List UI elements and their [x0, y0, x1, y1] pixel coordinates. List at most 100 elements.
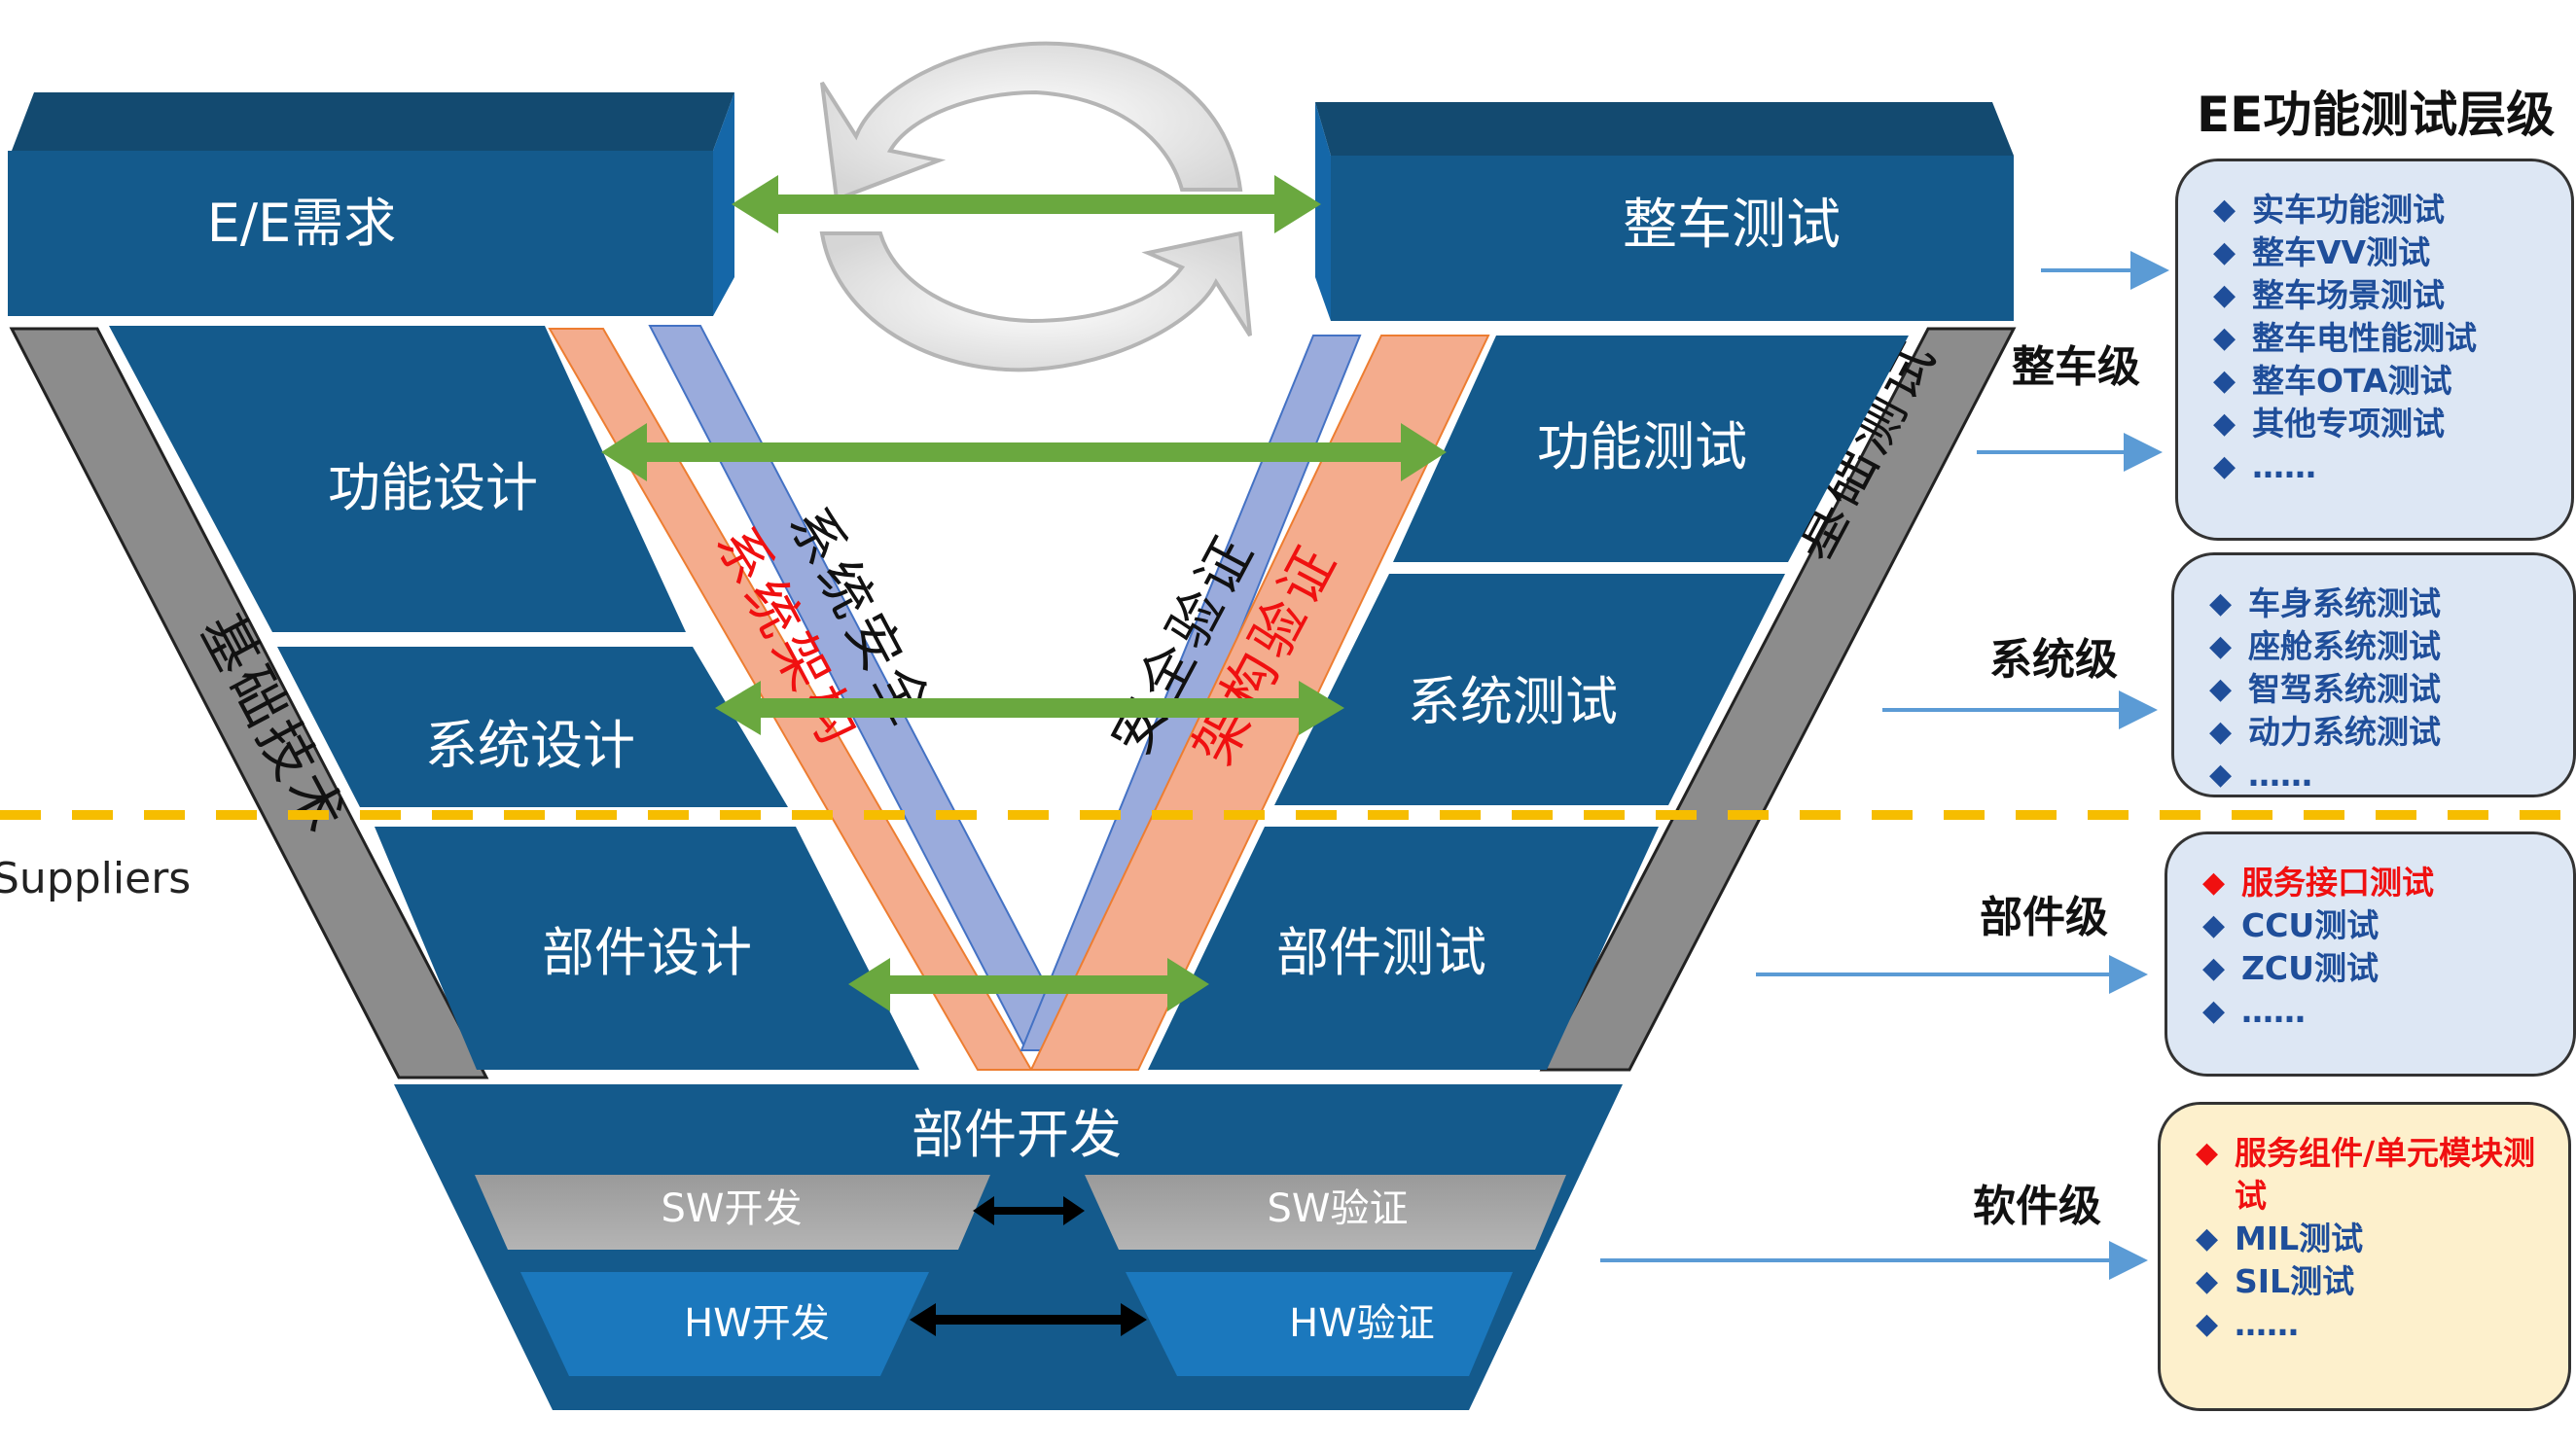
test-item-label: MIL测试	[2235, 1220, 2364, 1257]
top-green-double-arrow	[732, 175, 1321, 233]
level-label-software: 软件级	[1973, 1182, 2101, 1231]
system-level-panel: ◆ 车身系统测试 ◆ 座舱系统测试◆智驾系统测试 ◆ 动力系统测试 ◆ ……	[2171, 552, 2576, 797]
test-item: ◆ 实车功能测试	[2213, 189, 2552, 231]
diamond-bullet-icon: ◆	[2202, 908, 2226, 942]
test-item-label: SIL测试	[2235, 1262, 2355, 1300]
component-green-double-arrow	[848, 958, 1209, 1011]
component-design-label: 部件设计	[542, 922, 752, 983]
test-item: ◆ 服务组件/单元模块测试	[2196, 1132, 2549, 1218]
system-green-double-arrow	[715, 681, 1344, 735]
vehicle-level-panel: ◆实车功能测试◆整车VV测试◆整车场景测试◆整车电性能测试◆整车OTA测试◆其他…	[2175, 159, 2574, 541]
function-design-label: 功能设计	[328, 457, 538, 518]
component-development-block: 部件开发 SW开发 SW验证 HW开发 HW验证	[394, 1084, 1623, 1410]
sw-dev-block	[475, 1175, 990, 1250]
ee-requirement-box: E/E需求	[8, 92, 734, 316]
level-label-system: 系统级	[1989, 635, 2118, 685]
test-item: ◆ ……	[2196, 1303, 2549, 1346]
system-test-block	[1274, 574, 1785, 805]
diamond-bullet-icon: ◆	[2202, 994, 2226, 1028]
diamond-bullet-icon: ◆	[2196, 1307, 2219, 1341]
test-item-label: ZCU测试	[2241, 949, 2379, 987]
system-design-block	[277, 647, 788, 807]
vehicle-test-box: 整车测试	[1315, 102, 2014, 321]
test-item: ◆ 其他专项测试	[2213, 403, 2552, 445]
suppliers-label: Suppliers	[0, 854, 192, 903]
function-test-block	[1393, 336, 1909, 562]
test-item: ◆ 服务接口测试	[2202, 862, 2554, 904]
cycle-arrows-icon	[819, 41, 1252, 372]
test-item-label: CCU测试	[2241, 906, 2379, 944]
test-item-label: ……	[2235, 1305, 2299, 1343]
test-item: ◆ ……	[2209, 754, 2554, 796]
diamond-bullet-icon: ◆	[2213, 193, 2236, 227]
test-item: ◆ ……	[2202, 990, 2554, 1033]
left-gray-band	[9, 327, 489, 1079]
test-item-label: 其他专项测试	[2252, 405, 2445, 442]
panel-title: EE功能测试层级	[2197, 87, 2556, 143]
test-item: ◆智驾系统测试	[2209, 668, 2554, 711]
level-label-vehicle: 整车级	[2012, 342, 2140, 392]
test-item-label: 整车OTA测试	[2252, 362, 2452, 400]
test-item-label: 车身系统测试	[2248, 584, 2441, 622]
test-item-label: ……	[2248, 756, 2312, 794]
vehicle-test-label: 整车测试	[1623, 194, 1841, 257]
test-item-label: 座舱系统测试	[2248, 627, 2441, 665]
diamond-bullet-icon: ◆	[2202, 951, 2226, 985]
test-item: ◆ SIL测试	[2196, 1260, 2549, 1303]
diamond-bullet-icon: ◆	[2213, 407, 2236, 441]
component-test-block	[1148, 827, 1659, 1070]
hw-verify-block	[1126, 1272, 1513, 1376]
system-test-label: 系统测试	[1408, 671, 1618, 732]
diamond-bullet-icon: ◆	[2213, 321, 2236, 355]
test-item-label: 服务接口测试	[2241, 864, 2434, 902]
test-item: ◆ 整车OTA测试	[2213, 360, 2552, 403]
component-level-panel: ◆ 服务接口测试 ◆ CCU测试 ◆ ZCU测试 ◆ ……	[2165, 831, 2576, 1077]
diamond-bullet-icon: ◆	[2209, 629, 2233, 663]
test-item: ◆ CCU测试	[2202, 904, 2554, 947]
component-test-label: 部件测试	[1276, 922, 1486, 983]
component-development-label: 部件开发	[912, 1104, 1122, 1165]
hw-verify-label: HW验证	[1289, 1301, 1435, 1346]
sw-verify-label: SW验证	[1268, 1186, 1409, 1231]
diamond-bullet-icon: ◆	[2213, 449, 2236, 483]
software-level-panel: ◆ 服务组件/单元模块测试 ◆ MIL测试 ◆ SIL测试 ◆ ……	[2158, 1102, 2571, 1411]
test-item: ◆ 座舱系统测试	[2209, 625, 2554, 668]
hw-double-arrow	[910, 1303, 1147, 1336]
hw-dev-block	[520, 1272, 929, 1376]
diamond-bullet-icon: ◆	[2209, 758, 2233, 792]
test-item-label: 整车场景测试	[2252, 276, 2445, 314]
diamond-bullet-icon: ◆	[2213, 278, 2236, 312]
right-gray-band	[1539, 327, 2017, 1072]
test-item-label: 服务组件/单元模块测试	[2235, 1134, 2536, 1215]
function-test-label: 功能测试	[1537, 416, 1747, 477]
test-item: ◆ MIL测试	[2196, 1218, 2549, 1260]
sw-verify-block	[1085, 1175, 1566, 1250]
test-item: ◆ 整车场景测试	[2213, 274, 2552, 317]
function-green-double-arrow	[601, 423, 1447, 481]
test-item: ◆ ZCU测试	[2202, 947, 2554, 990]
diamond-bullet-icon: ◆	[2209, 715, 2233, 749]
system-design-label: 系统设计	[425, 715, 635, 776]
diamond-bullet-icon: ◆	[2202, 866, 2226, 900]
diamond-bullet-icon: ◆	[2196, 1136, 2219, 1170]
sw-double-arrow	[973, 1196, 1085, 1225]
test-item-label: ……	[2252, 447, 2316, 485]
test-item-label: 整车VV测试	[2252, 233, 2431, 271]
test-item-label: 动力系统测试	[2248, 713, 2441, 751]
diamond-bullet-icon: ◆	[2213, 364, 2236, 398]
ee-requirement-label: E/E需求	[207, 193, 396, 254]
diamond-bullet-icon: ◆	[2196, 1264, 2219, 1298]
diamond-bullet-icon: ◆	[2196, 1221, 2219, 1255]
test-item-label: ……	[2241, 992, 2306, 1030]
test-item: ◆整车VV测试	[2213, 231, 2552, 274]
sw-dev-label: SW开发	[662, 1186, 803, 1231]
hw-dev-label: HW开发	[684, 1301, 830, 1346]
test-item-label: 整车电性能测试	[2252, 319, 2477, 357]
test-item: ◆ 动力系统测试	[2209, 711, 2554, 754]
test-item: ◆ 车身系统测试	[2209, 583, 2554, 625]
component-design-block	[375, 827, 919, 1070]
diamond-bullet-icon: ◆	[2209, 586, 2233, 620]
test-item-label: 实车功能测试	[2252, 191, 2445, 229]
function-design-block	[109, 326, 686, 632]
